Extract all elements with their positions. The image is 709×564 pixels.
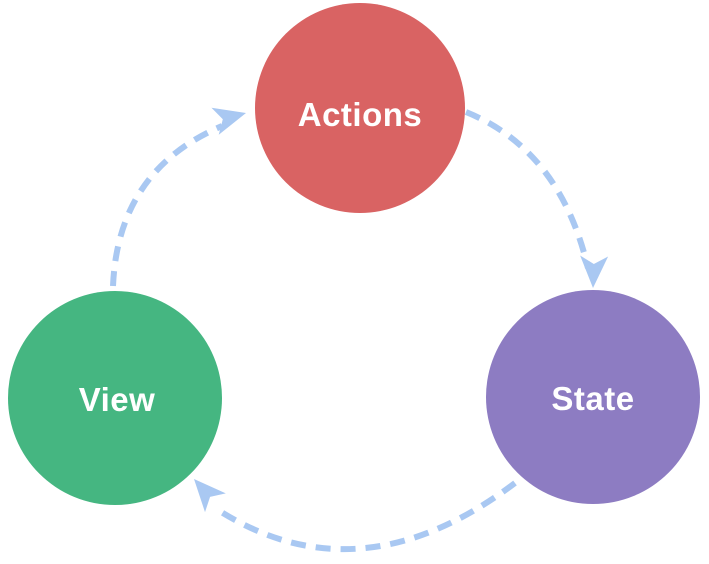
edge-view-to-actions bbox=[110, 123, 224, 287]
node-view-circle bbox=[8, 291, 222, 505]
node-view-label: View bbox=[79, 381, 156, 418]
edge-actions-to-state bbox=[464, 109, 591, 269]
node-actions-label: Actions bbox=[298, 96, 423, 133]
arrowhead-into-view-icon bbox=[194, 479, 226, 513]
node-actions-circle bbox=[255, 3, 465, 213]
arrowhead-into-actions-icon bbox=[211, 107, 246, 135]
arrowhead-into-state-icon bbox=[580, 255, 609, 288]
node-state-circle bbox=[486, 290, 700, 504]
node-state-label: State bbox=[551, 380, 634, 417]
edge-state-to-view bbox=[216, 480, 517, 553]
